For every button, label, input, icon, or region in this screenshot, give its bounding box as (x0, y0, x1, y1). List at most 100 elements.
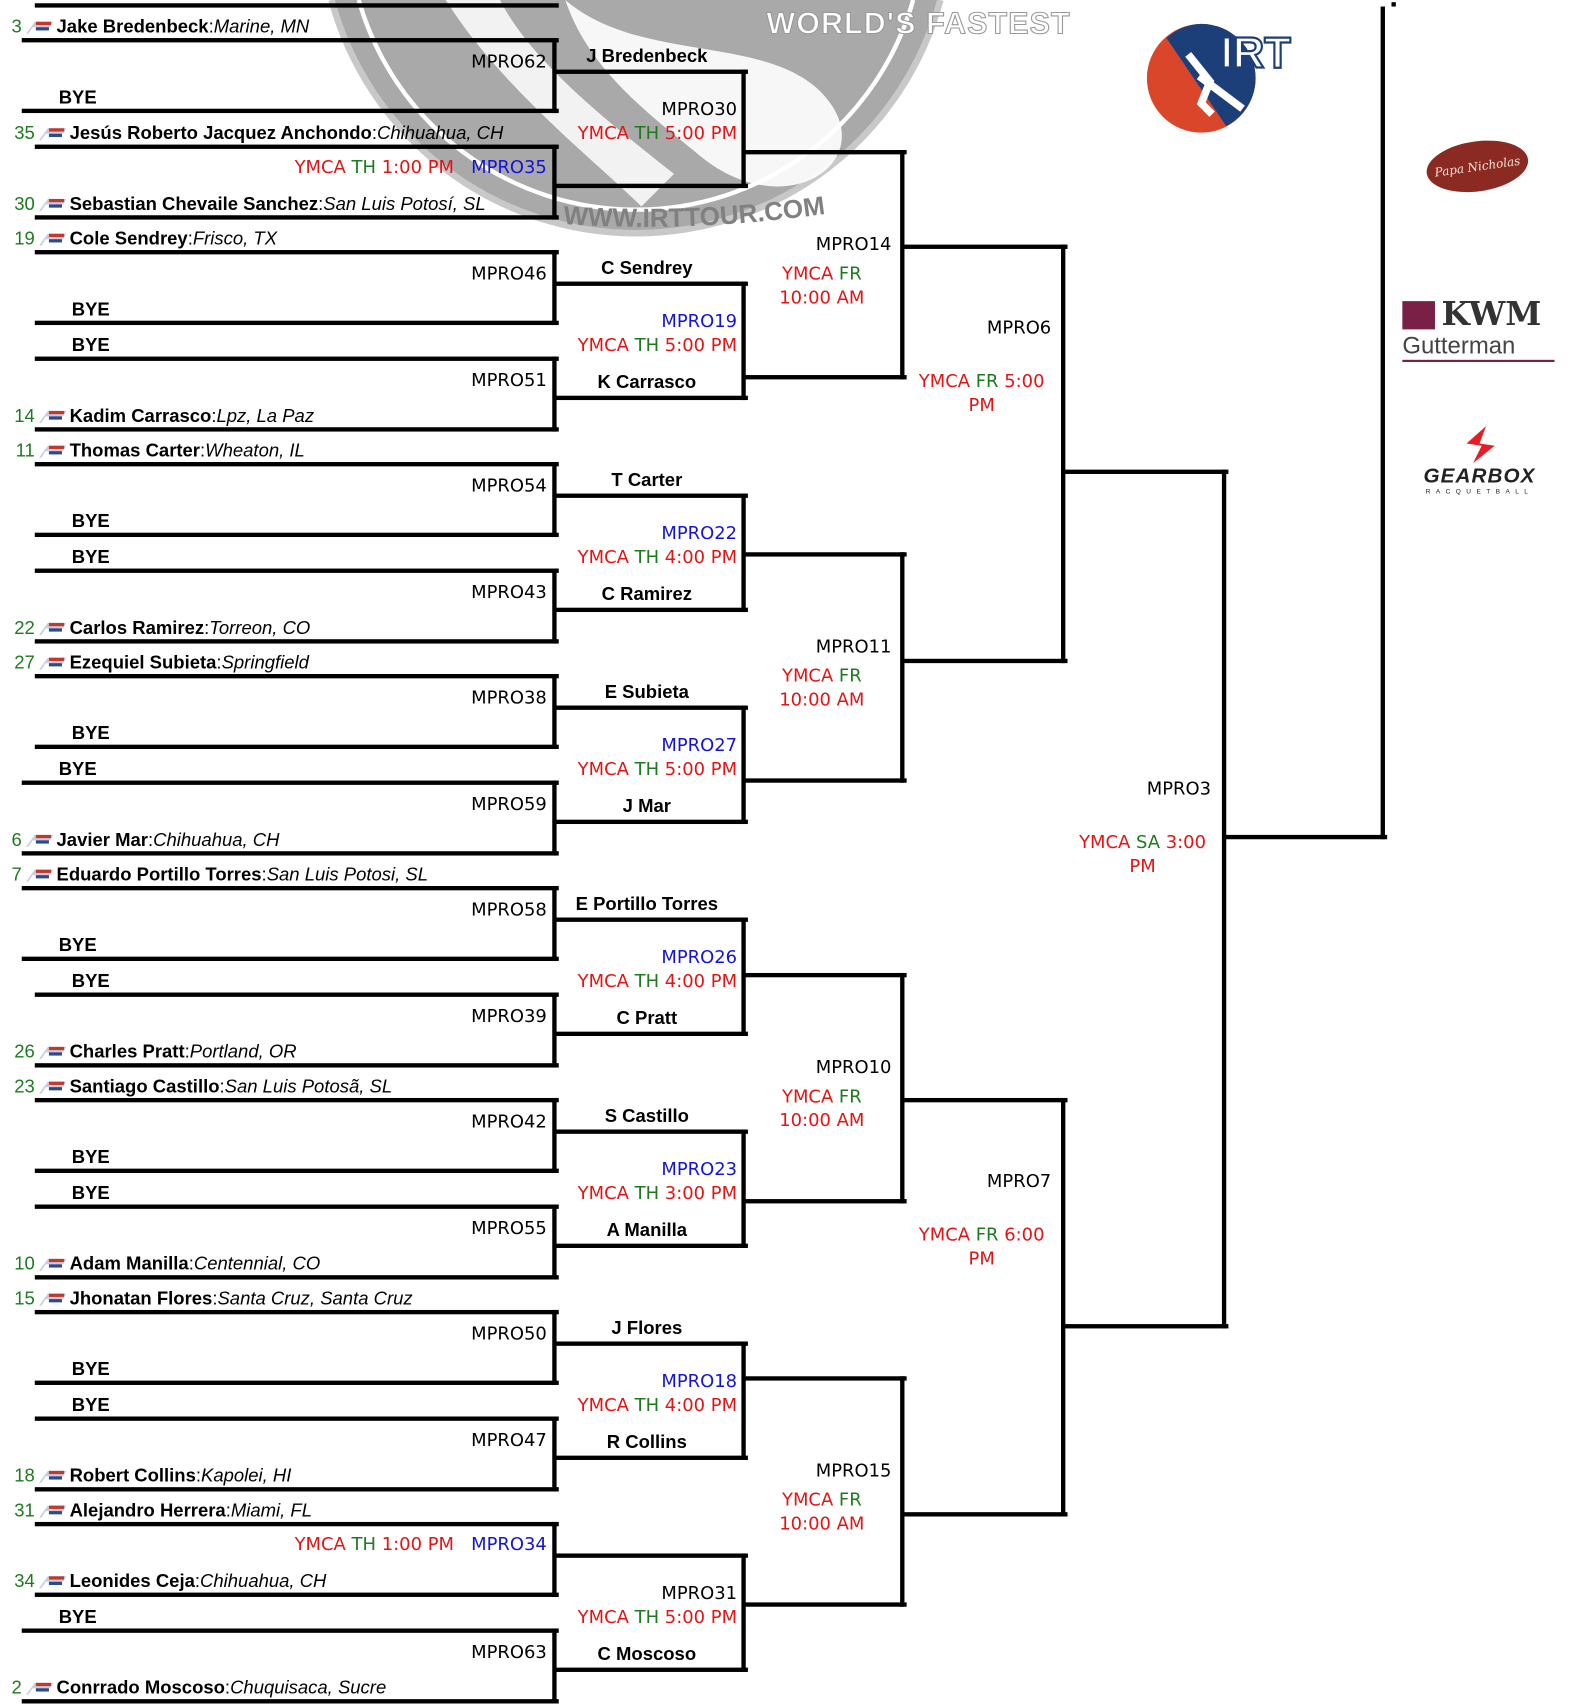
bye-slot[interactable]: BYE (72, 299, 110, 321)
player-name[interactable]: BYE (58, 758, 97, 779)
player-name[interactable]: Santiago Castillo (69, 1076, 220, 1097)
match-id[interactable]: MPRO34 (471, 1533, 547, 1555)
player-location: Miami, FL (230, 1500, 312, 1521)
player-name[interactable]: BYE (71, 546, 110, 567)
match-id[interactable]: MPRO55 (471, 1217, 547, 1238)
bye-slot[interactable]: BYE (72, 1147, 110, 1169)
match-id[interactable]: MPRO31 (661, 1582, 738, 1604)
match-id[interactable]: MPRO7 (986, 1170, 1052, 1192)
match-id[interactable]: MPRO51 (471, 369, 547, 390)
player-name[interactable]: BYE (71, 722, 110, 744)
match-id[interactable]: MPRO3 (1146, 778, 1212, 800)
match-id[interactable]: MPRO42 (471, 1111, 547, 1132)
player-name[interactable]: BYE (71, 970, 110, 991)
player-name[interactable]: Carlos Ramirez (69, 616, 205, 638)
match-id[interactable]: MPRO50 (471, 1323, 547, 1344)
match-id[interactable]: MPRO15 (815, 1459, 892, 1481)
bye-slot[interactable]: BYE (72, 970, 110, 992)
player-name[interactable]: BYE (58, 934, 97, 956)
match-id[interactable]: MPRO19 (661, 310, 738, 332)
player-name[interactable]: Alejandro Herrera (69, 1500, 226, 1521)
match-id[interactable]: MPRO27 (661, 734, 738, 756)
match-id[interactable]: MPRO43 (471, 581, 547, 602)
player-name[interactable]: Eduardo Portillo Torres (56, 864, 262, 885)
player-name[interactable]: Charles Pratt (69, 1040, 185, 1062)
player-name[interactable]: Conrrado Moscoso (56, 1676, 225, 1698)
bye-slot[interactable]: BYE (59, 87, 97, 109)
bye-slot[interactable]: BYE (72, 334, 110, 356)
match-id[interactable]: MPRO39 (471, 1005, 547, 1026)
match-id[interactable]: MPRO14 (815, 233, 892, 255)
bracket-line (1221, 469, 1227, 1329)
player-name[interactable]: BYE (58, 86, 97, 108)
bye-slot[interactable]: BYE (72, 1182, 110, 1204)
match-id[interactable]: MPRO18 (661, 1370, 738, 1392)
player-name[interactable]: BYE (71, 1394, 110, 1415)
bye-slot[interactable]: BYE (59, 758, 97, 780)
match-id[interactable]: MPRO11 (815, 635, 892, 657)
player-name[interactable]: BYE (71, 334, 110, 355)
match-id[interactable]: MPRO35 (471, 155, 547, 177)
player-name[interactable]: BYE (71, 510, 110, 532)
player-name[interactable]: BYE (58, 1606, 97, 1627)
player-name[interactable]: Robert Collins (69, 1464, 196, 1486)
time-label: 5:00 PM (968, 370, 1045, 416)
match-id[interactable]: MPRO22 (661, 522, 738, 544)
match-id[interactable]: MPRO62 (471, 51, 547, 72)
player-name[interactable]: Jhonatan Flores (69, 1288, 213, 1309)
match-id[interactable]: MPRO54 (471, 475, 547, 496)
bye-slot[interactable]: BYE (72, 1394, 110, 1416)
match-id[interactable]: MPRO10 (815, 1056, 892, 1078)
bye-slot[interactable]: BYE (59, 1606, 97, 1628)
player-name[interactable]: Ezequiel Subieta (69, 652, 217, 673)
match-id[interactable]: MPRO47 (471, 1428, 547, 1450)
bye-slot[interactable]: BYE (72, 546, 110, 568)
player-name[interactable]: Jesús Roberto Jacquez Anchondo (69, 122, 372, 143)
match-id[interactable]: MPRO46 (471, 263, 547, 284)
day-label: TH (634, 334, 660, 356)
bye-slot[interactable]: BYE (59, 935, 97, 957)
player-name[interactable]: Adam Manilla (69, 1252, 189, 1274)
match-id[interactable]: MPRO6 (986, 317, 1052, 339)
match-id[interactable]: MPRO38 (471, 687, 547, 708)
bye-slot[interactable]: BYE (72, 723, 110, 745)
match-id[interactable]: MPRO58 (471, 899, 547, 920)
player-name[interactable]: BYE (71, 1358, 110, 1380)
player-name[interactable]: Thomas Carter (69, 440, 201, 461)
match-id[interactable]: MPRO23 (661, 1158, 738, 1180)
player-name[interactable]: Kadim Carrasco (69, 404, 212, 426)
player-name[interactable]: Cole Sendrey (69, 228, 188, 249)
player-name[interactable]: BYE (71, 298, 110, 320)
match-id[interactable]: MPRO26 (661, 946, 738, 968)
match-id[interactable]: MPRO30 (661, 98, 738, 120)
player-name[interactable]: Jake Bredenbeck (56, 16, 209, 37)
player-name[interactable]: Javier Mar (56, 828, 148, 850)
player-name[interactable]: BYE (71, 1182, 110, 1203)
bye-slot[interactable]: BYE (72, 1359, 110, 1381)
player-name[interactable]: Sebastian Chevaile Sanchez (69, 192, 319, 214)
bye-slot[interactable]: BYE (72, 511, 110, 533)
match-id[interactable]: MPRO59 (471, 793, 547, 814)
player-name[interactable]: Leonides Ceja (69, 1570, 195, 1592)
bracket-line (34, 1309, 559, 1315)
player-name[interactable]: BYE (71, 1146, 110, 1168)
match-id[interactable]: MPRO63 (471, 1640, 547, 1662)
